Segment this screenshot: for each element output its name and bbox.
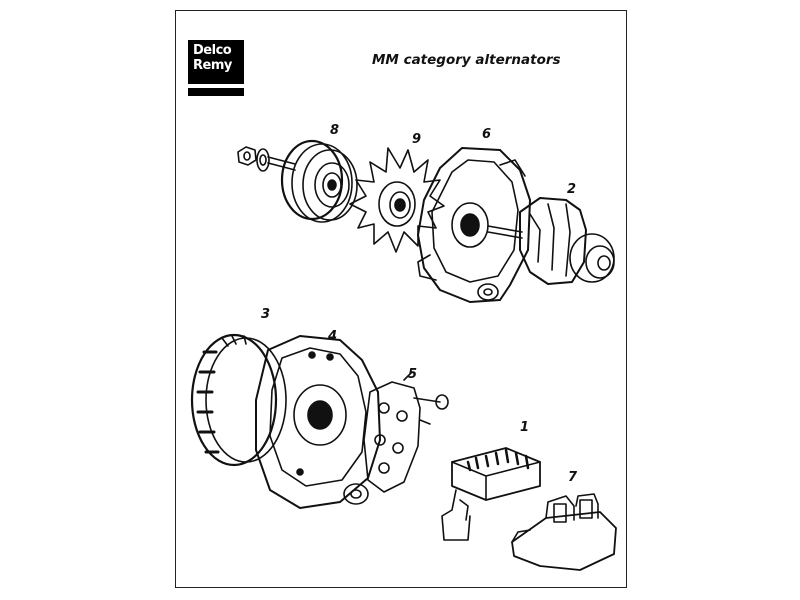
drive-end-housing xyxy=(417,147,531,303)
part-label-7: 7 xyxy=(568,470,578,485)
delco-remy-logo: Delco Remy xyxy=(188,40,244,96)
voltage-regulator xyxy=(441,447,541,541)
part-label-3: 3 xyxy=(261,307,270,322)
part-label-6: 6 xyxy=(482,127,491,142)
part-label-2: 2 xyxy=(567,182,576,197)
stator xyxy=(190,333,287,467)
diagram-sheet xyxy=(175,10,627,588)
fan xyxy=(349,147,445,253)
part-label-4: 4 xyxy=(327,329,337,344)
rectifier-bridge xyxy=(363,371,449,493)
brush-holder xyxy=(511,493,617,571)
part-label-9: 9 xyxy=(412,132,421,147)
pulley-assembly xyxy=(237,139,358,223)
part-label-1: 1 xyxy=(520,420,529,435)
diagram-title: MM category alternators xyxy=(372,52,561,68)
rotor xyxy=(487,197,615,285)
part-label-8: 8 xyxy=(330,123,339,138)
part-label-5: 5 xyxy=(408,367,417,382)
